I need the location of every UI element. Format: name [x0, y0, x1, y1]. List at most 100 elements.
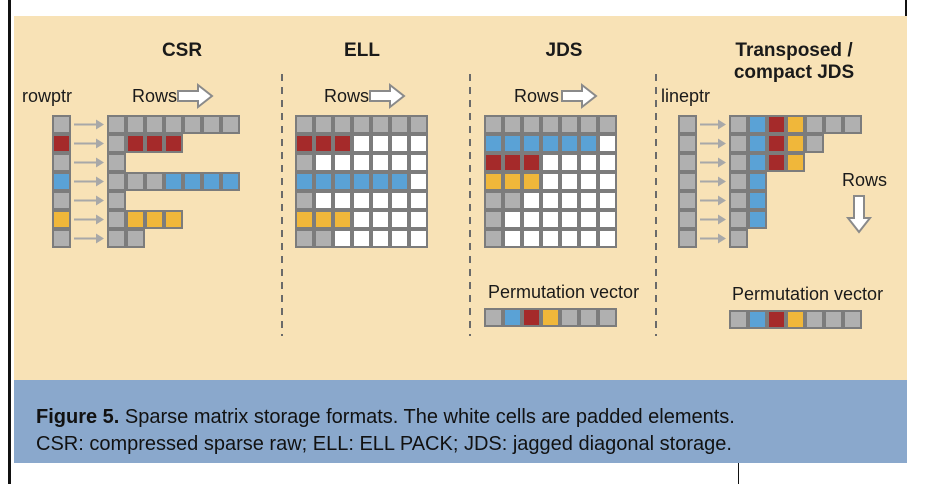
jds-cell	[541, 172, 560, 191]
tjds-cell	[729, 210, 748, 229]
jds-cell	[503, 210, 522, 229]
tjds-pointer-cell	[678, 134, 697, 153]
tjds-pointer-arrow	[718, 176, 726, 187]
jds-permutation-cell	[598, 308, 617, 327]
jds-cell	[541, 229, 560, 248]
jds-cell	[484, 210, 503, 229]
jds-permutation-cell	[579, 308, 598, 327]
jds-cell	[579, 172, 598, 191]
jds-cell	[598, 229, 617, 248]
tjds-pointer-cell	[678, 229, 697, 248]
tjds-cell	[748, 115, 767, 134]
ell-cell	[390, 210, 409, 229]
jds-cell	[503, 153, 522, 172]
tjds-pointer-cell	[678, 153, 697, 172]
csr-row-cell	[164, 115, 183, 134]
jds-rows-label: Rows	[514, 86, 559, 106]
tjds-cell	[748, 134, 767, 153]
ell-cell	[295, 210, 314, 229]
csr-pointer-arrow	[96, 138, 104, 149]
ell-cell	[333, 191, 352, 210]
csr-row-cell	[145, 172, 164, 191]
csr-pointer-cell	[52, 210, 71, 229]
caption-background	[14, 380, 907, 463]
jds-rows-arrow	[561, 82, 598, 110]
jds-cell	[541, 134, 560, 153]
figure-caption: Figure 5. Sparse matrix storage formats.…	[36, 406, 735, 428]
tjds-pointer-arrow	[718, 233, 726, 244]
jds-cell	[522, 191, 541, 210]
tjds-cell	[748, 172, 767, 191]
ell-cell	[371, 134, 390, 153]
ell-cell	[295, 115, 314, 134]
tjds-cell	[748, 210, 767, 229]
ell-cell	[333, 229, 352, 248]
page-frame-left	[8, 0, 11, 484]
jds-cell	[503, 191, 522, 210]
ell-cell	[371, 153, 390, 172]
ell-rows-label: Rows	[324, 86, 369, 106]
jds-permutation-cell	[522, 308, 541, 327]
ell-cell	[409, 229, 428, 248]
csr-row-cell	[145, 210, 164, 229]
tjds-permutation-cell	[843, 310, 862, 329]
ell-cell	[333, 115, 352, 134]
ell-cell	[390, 172, 409, 191]
ell-cell	[314, 210, 333, 229]
jds-cell	[484, 172, 503, 191]
tjds-cell	[748, 191, 767, 210]
csr-pointer-cell	[52, 172, 71, 191]
csr-row-cell	[221, 172, 240, 191]
csr-row-cell	[164, 210, 183, 229]
csr-pointer-arrow	[96, 176, 104, 187]
ell-cell	[314, 153, 333, 172]
tjds-pointer-arrow	[718, 214, 726, 225]
ell-cell	[409, 172, 428, 191]
jds-cell	[522, 172, 541, 191]
ell-cell	[295, 172, 314, 191]
ell-cell	[333, 153, 352, 172]
jds-cell	[541, 210, 560, 229]
ell-cell	[390, 229, 409, 248]
jds-cell	[598, 210, 617, 229]
jds-cell	[522, 153, 541, 172]
csr-pointer-arrow	[96, 195, 104, 206]
tjds-cell	[824, 115, 843, 134]
caption-line-1: Sparse matrix storage formats. The white…	[119, 406, 734, 428]
tjds-cell	[786, 115, 805, 134]
ell-rows-arrow	[369, 82, 406, 110]
jds-cell	[598, 115, 617, 134]
ell-cell	[295, 153, 314, 172]
ell-cell	[371, 229, 390, 248]
jds-cell	[484, 134, 503, 153]
csr-row-cell	[107, 210, 126, 229]
tjds-permutation-cell	[729, 310, 748, 329]
jds-cell	[503, 229, 522, 248]
ell-cell	[390, 115, 409, 134]
ell-cell	[314, 115, 333, 134]
tjds-pointer-arrow	[718, 195, 726, 206]
ell-cell	[390, 153, 409, 172]
jds-cell	[579, 210, 598, 229]
ell-title: ELL	[344, 40, 380, 61]
csr-pointer-cell	[52, 134, 71, 153]
ell-cell	[352, 191, 371, 210]
ell-cell	[409, 153, 428, 172]
csr-row-cell	[202, 172, 221, 191]
csr-row-cell	[183, 172, 202, 191]
ell-cell	[314, 134, 333, 153]
ell-cell	[352, 210, 371, 229]
ell-cell	[352, 229, 371, 248]
tjds-title-line-2: compact JDS	[734, 62, 854, 83]
jds-cell	[522, 134, 541, 153]
ell-cell	[314, 229, 333, 248]
jds-cell	[579, 134, 598, 153]
ell-cell	[314, 191, 333, 210]
jds-cell	[484, 115, 503, 134]
tjds-cell	[729, 191, 748, 210]
csr-title: CSR	[162, 40, 202, 61]
tjds-rows-arrow	[845, 195, 873, 234]
tjds-permutation-label: Permutation vector	[732, 284, 883, 304]
jds-cell	[560, 115, 579, 134]
